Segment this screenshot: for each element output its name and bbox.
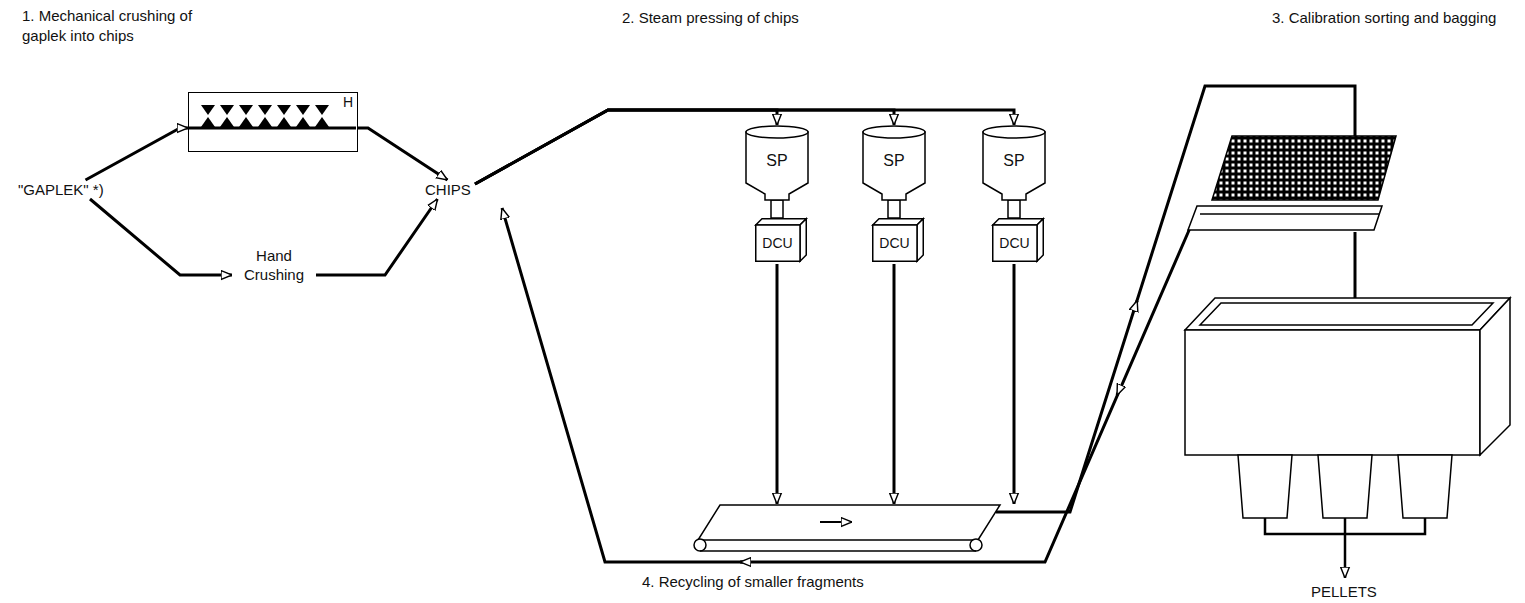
step-label: 4. Recycling of smaller fragments bbox=[642, 572, 864, 592]
flow-arrow bbox=[475, 110, 894, 184]
steam-press: SP bbox=[745, 125, 809, 200]
bagging-bin bbox=[1185, 298, 1510, 518]
node-text: Hand Crushing bbox=[232, 246, 316, 284]
drying-cooling-unit: DCU bbox=[872, 218, 924, 262]
material-label: CHIPS bbox=[425, 180, 475, 199]
node-text: DCU bbox=[999, 234, 1029, 253]
flow-arrow bbox=[358, 128, 448, 180]
drying-cooling-unit: DCU bbox=[992, 218, 1044, 262]
steam-press: SP bbox=[862, 125, 926, 200]
node-text: DCU bbox=[762, 234, 792, 253]
node-text: CHIPS bbox=[425, 180, 475, 199]
flow-arrow bbox=[90, 199, 232, 275]
node-text: SP bbox=[1003, 151, 1024, 170]
step-label: 1. Mechanical crushing of gaplek into ch… bbox=[22, 6, 207, 46]
node-text: SP bbox=[766, 151, 787, 170]
process-label: Hand Crushing bbox=[232, 246, 316, 284]
crusher-teeth bbox=[189, 93, 356, 150]
conveyor-belt bbox=[694, 505, 1000, 551]
drying-cooling-unit: DCU bbox=[755, 218, 807, 262]
flow-arrow bbox=[475, 110, 777, 184]
node-text: H bbox=[189, 93, 357, 112]
crusher-box: H bbox=[188, 92, 358, 152]
press-shaft bbox=[888, 200, 900, 218]
press-shaft bbox=[1008, 200, 1020, 218]
step-label: 2. Steam pressing of chips bbox=[622, 8, 799, 28]
flow-arrow bbox=[316, 199, 438, 275]
node-text: PELLETS bbox=[1311, 582, 1381, 601]
flow-arrow bbox=[475, 110, 1014, 184]
node-text: DCU bbox=[879, 234, 909, 253]
material-label: "GAPLEK" *) bbox=[18, 180, 108, 199]
step-label: 3. Calibration sorting and bagging bbox=[1272, 8, 1496, 28]
steam-press: SP bbox=[982, 125, 1046, 200]
node-text: "GAPLEK" *) bbox=[18, 180, 108, 199]
calibration-sieve bbox=[1188, 136, 1396, 230]
flow-arrow bbox=[86, 128, 189, 180]
product-label: PELLETS bbox=[1311, 582, 1381, 601]
press-shaft bbox=[771, 200, 783, 218]
node-text: SP bbox=[883, 151, 904, 170]
